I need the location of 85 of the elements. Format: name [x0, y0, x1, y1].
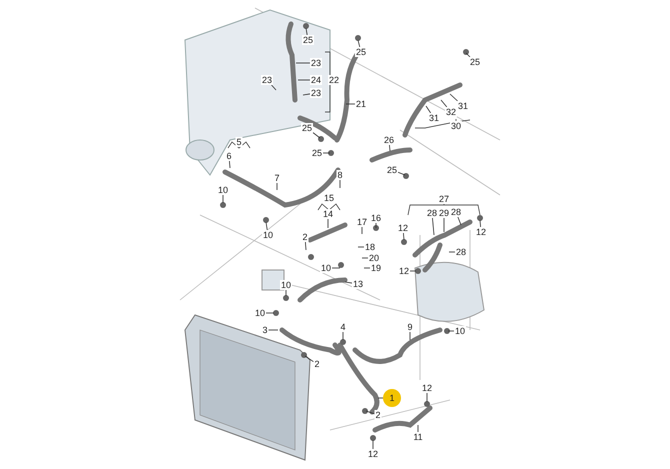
callout-number: 25: [301, 123, 313, 133]
leader-line: [410, 270, 416, 272]
callout-number: 26: [383, 135, 395, 145]
callout-number: 10: [262, 230, 274, 240]
leader-line: [266, 312, 274, 314]
callout-number: 19: [370, 263, 382, 273]
callout-number: 14: [322, 209, 334, 219]
callout-number: 10: [280, 280, 292, 290]
leader-line: [312, 132, 320, 138]
leader-line: [398, 172, 406, 176]
leader-line: [458, 216, 462, 226]
callout-number: 1: [383, 389, 401, 407]
callout-number: 17: [356, 217, 368, 227]
callout-number: 15: [323, 193, 335, 203]
callout-number: 21: [355, 99, 367, 109]
callout-number: 12: [367, 449, 379, 459]
callout-number: 10: [320, 263, 332, 273]
callout-number: 2: [314, 359, 320, 369]
callout-number: 23: [310, 58, 322, 68]
leader-line: [322, 152, 330, 154]
callout-number: 6: [226, 151, 232, 161]
leader-line: [426, 392, 428, 402]
callout-number: 12: [421, 383, 433, 393]
callout-number: 3: [262, 325, 268, 335]
callout-number: 28: [455, 247, 467, 257]
callout-number: 2: [374, 410, 382, 420]
leader-line: [466, 52, 470, 58]
leader-line: [372, 440, 374, 450]
leader-line: [306, 28, 308, 36]
leader-line: [266, 222, 268, 230]
callout-number: 23: [310, 88, 322, 98]
callout-number: 20: [368, 253, 380, 263]
callout-number: 22: [328, 75, 340, 85]
callout-number: 11: [412, 432, 424, 442]
leader-line: [222, 194, 224, 204]
callout-number: 12: [397, 223, 409, 233]
leader-line: [229, 160, 230, 168]
leader-line: [344, 282, 352, 284]
leader-line: [366, 410, 375, 414]
callout-number: 2: [302, 232, 308, 242]
callout-number: 13: [352, 279, 364, 289]
leader-line: [358, 246, 364, 248]
callout-number: 10: [454, 326, 466, 336]
callout-number: 29: [438, 208, 450, 218]
leader-line: [358, 40, 360, 48]
leader-line: [342, 332, 344, 340]
callout-number: 25: [311, 148, 323, 158]
callout-number: 31: [428, 113, 440, 123]
callout-number: 16: [370, 213, 382, 223]
callout-number: 28: [426, 208, 438, 218]
callout-number: 5: [236, 137, 242, 147]
leader-line: [296, 62, 310, 64]
callout-number: 12: [398, 266, 410, 276]
callout-number: 18: [364, 242, 376, 252]
callout-number: 31: [457, 101, 469, 111]
callout-number: 8: [336, 170, 344, 180]
leader-line: [403, 232, 404, 240]
leader-line: [432, 218, 434, 236]
leader-line: [276, 182, 278, 190]
callout-number: 10: [254, 308, 266, 318]
callout-number: 7: [274, 173, 280, 183]
callout-number: 9: [406, 322, 414, 332]
callout-number: 24: [310, 75, 322, 85]
callout-number: 32: [445, 107, 457, 117]
callout-number: 4: [340, 322, 346, 332]
leader-line: [450, 94, 458, 102]
callout-number: 10: [217, 185, 229, 195]
leader-line: [304, 356, 314, 362]
callout-number: 23: [261, 75, 273, 85]
callout-number: 25: [302, 35, 314, 45]
callout-number: 25: [355, 47, 367, 57]
leader-line: [302, 94, 310, 96]
leader-line: [304, 242, 306, 250]
callout-number: 30: [450, 121, 462, 131]
callout-number: 25: [386, 165, 398, 175]
leader-line: [389, 144, 390, 152]
callout-number: 12: [475, 227, 487, 237]
leader-line: [480, 220, 481, 228]
leader-line: [440, 100, 448, 108]
callout-number: 25: [469, 57, 481, 67]
leader-line: [448, 330, 454, 332]
callout-number: 28: [450, 207, 462, 217]
leader-line: [271, 84, 276, 90]
leader-line: [426, 106, 432, 114]
callout-number: 27: [438, 194, 450, 204]
